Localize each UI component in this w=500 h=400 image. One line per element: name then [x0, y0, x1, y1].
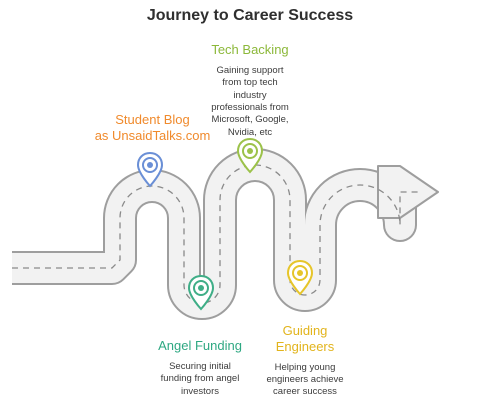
heading-line: Angel Funding	[158, 338, 242, 353]
description-line: industry	[233, 89, 267, 101]
description-line: professionals from	[211, 101, 289, 113]
milestone-heading: Student Blog as UnsaidTalks.com	[70, 112, 235, 144]
description-line: funding from angel	[160, 373, 240, 385]
milestone-description: Gaining support from top tech industry p…	[185, 65, 315, 139]
description-line: Gaining support	[216, 64, 284, 76]
description-line: Helping young	[274, 361, 336, 373]
description-line: Securing initial	[169, 360, 231, 372]
milestone-angel-funding: Angel Funding Securing initial funding f…	[140, 338, 260, 398]
milestone-heading: Guiding Engineers	[245, 323, 365, 355]
heading-line: Guiding	[282, 323, 328, 338]
heading-line: Student Blog	[115, 112, 190, 127]
milestone-tech-backing: Tech Backing Gaining support from top te…	[185, 42, 315, 139]
road-center-line	[12, 164, 420, 304]
road-arrowhead	[377, 165, 439, 219]
description-line: investors	[180, 385, 219, 397]
heading-line: Engineers	[275, 338, 335, 354]
milestone-guiding-engineers: Guiding Engineers Helping young engineer…	[245, 323, 365, 399]
pin-student-blog-icon	[137, 152, 163, 188]
milestone-student-blog: Student Blog as UnsaidTalks.com	[70, 112, 235, 144]
pin-tech-backing-icon	[237, 138, 263, 174]
description-line: career success	[273, 386, 337, 398]
pin-guiding-engineers-icon	[287, 260, 313, 296]
description-line: Nvidia, etc	[227, 126, 273, 138]
milestone-heading: Angel Funding	[140, 338, 260, 354]
pin-angel-funding-icon	[188, 275, 214, 311]
milestone-description: Securing initial funding from angel inve…	[140, 361, 260, 398]
description-line: engineers achieve	[266, 374, 344, 386]
heading-line: as UnsaidTalks.com	[94, 127, 211, 143]
description-line: Microsoft, Google,	[211, 114, 289, 126]
diagram-title: Journey to Career Success	[146, 7, 354, 24]
heading-line: Tech Backing	[211, 42, 289, 57]
milestone-description: Helping young engineers achieve career s…	[245, 362, 365, 399]
description-line: from top tech	[222, 77, 278, 89]
milestone-heading: Tech Backing	[185, 42, 315, 58]
